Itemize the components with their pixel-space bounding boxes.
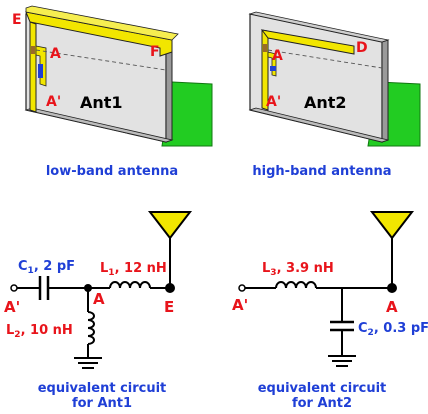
circuit2-l3-coil <box>275 281 317 289</box>
circuit1-l1-coil <box>109 281 151 289</box>
ant1-board-edge <box>165 39 173 143</box>
ant1-caption: low-band antenna <box>46 164 178 179</box>
ant2-label-D: D <box>356 40 368 56</box>
ant1-left-strip <box>29 21 37 113</box>
ant1-name: Ant1 <box>80 93 123 112</box>
ant2-board-edge <box>381 39 389 143</box>
circuit1-caption-line2: for Ant1 <box>72 396 132 411</box>
ant2-drawing <box>248 11 421 147</box>
ant1-label-A: A <box>50 46 61 62</box>
ant1-label-E: E <box>12 12 22 28</box>
ant1-label-F: F <box>150 44 160 60</box>
ant2-label-A-prime: A' <box>266 94 281 110</box>
circuit2-label-A: A <box>386 298 398 316</box>
ant1-top-arm-side <box>25 5 179 41</box>
circuit1-terminal-A-prime <box>10 284 18 292</box>
circuit1-label-E: E <box>164 298 174 316</box>
ant1-dashed-line <box>35 49 167 71</box>
ant2-board-top <box>248 11 390 43</box>
circuit2-drawing <box>244 211 415 367</box>
ant2-dashed-line <box>267 49 383 69</box>
circuit2-node-A <box>387 283 397 293</box>
circuit2-c2-label: C2, 0.3 pF <box>358 321 428 338</box>
circuit2-l3-label: L3, 3.9 nH <box>262 261 334 278</box>
circuit1-l1-label: L1, 12 nH <box>100 261 167 278</box>
circuit1-node-A <box>84 284 92 292</box>
ant2-label-A: A <box>272 48 283 64</box>
circuit1-drawing <box>16 211 193 369</box>
circuit1-c1-label: C1, 2 pF <box>18 259 75 276</box>
ant1-blue-component <box>38 64 43 78</box>
ant2-board-bottom <box>248 107 390 143</box>
ant1-drawing <box>24 5 213 147</box>
circuit1-label-A: A <box>93 290 105 308</box>
circuit1-node-E <box>165 283 175 293</box>
circuit2-caption-line2: for Ant2 <box>292 396 352 411</box>
circuit1-l2-coil <box>87 311 95 345</box>
ant1-label-A-prime: A' <box>46 94 61 110</box>
ant2-blue-component <box>270 66 276 71</box>
circuit1-label-A-prime: A' <box>4 298 20 316</box>
ant2-caption: high-band antenna <box>252 164 391 179</box>
circuit2-antenna-symbol <box>369 211 415 240</box>
ant2-diagonal-arm <box>260 29 355 55</box>
circuit2-caption-line1: equivalent circuit <box>258 381 387 396</box>
ant2-brown-component <box>263 44 267 52</box>
ant2-name: Ant2 <box>304 93 347 112</box>
circuit1-caption-line1: equivalent circuit <box>38 381 167 396</box>
circuit2-label-A-prime: A' <box>232 296 248 314</box>
circuit1-antenna-symbol <box>147 211 193 240</box>
ant1-brown-component <box>31 46 35 54</box>
circuit2-terminal-A-prime <box>238 284 246 292</box>
circuit1-l2-label: L2, 10 nH <box>6 323 73 340</box>
